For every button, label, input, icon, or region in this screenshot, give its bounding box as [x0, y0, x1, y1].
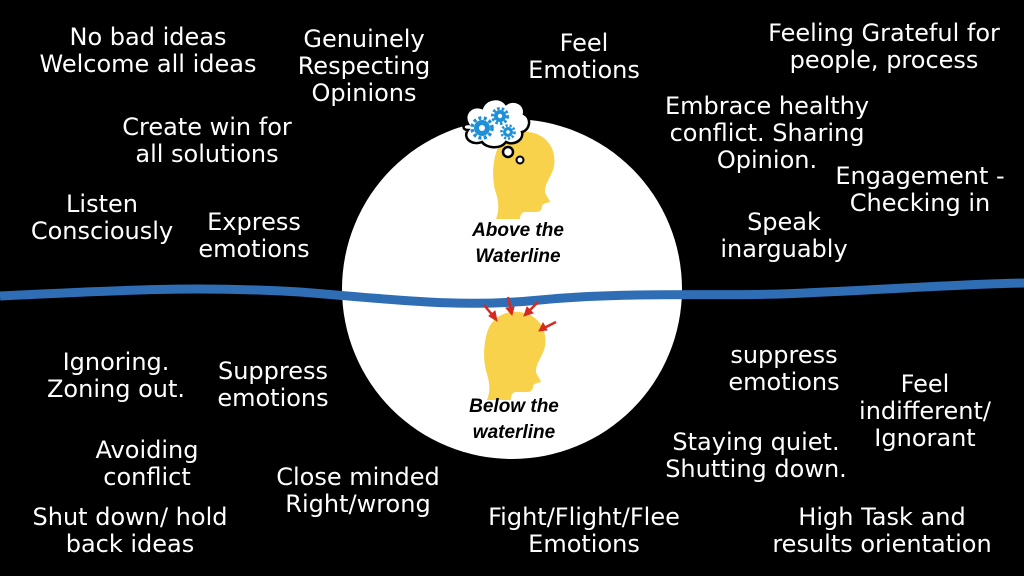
phrase-line: Right/wrong	[285, 490, 431, 518]
gear-icon	[500, 124, 516, 140]
caption-line: Waterline	[475, 246, 561, 267]
phrase-line: Staying quiet.	[672, 428, 840, 456]
phrase-line: Ignoring.	[62, 348, 170, 376]
phrase-line: Emotions	[528, 56, 640, 84]
below-waterline-caption: Below the waterline	[469, 394, 559, 446]
gear-icon	[491, 107, 509, 125]
phrase-line: Respecting	[297, 52, 431, 80]
phrase-line: Feeling Grateful for	[768, 19, 1000, 47]
phrase-line: Embrace healthy	[664, 92, 870, 120]
phrase-line: Shut down/ hold	[32, 503, 228, 531]
above-phrase: Embrace healthy conflict. Sharing Opinio…	[665, 93, 869, 174]
center-circle	[342, 119, 682, 459]
gear-icon	[470, 116, 494, 140]
above-phrase: Genuinely Respecting Opinions	[298, 26, 431, 107]
phrase-line: Opinions	[311, 79, 417, 107]
above-phrase: Create win for all solutions	[122, 114, 292, 168]
arrow-icon	[523, 301, 539, 317]
below-phrase: suppress emotions	[728, 342, 839, 396]
waterline-wave	[0, 278, 1024, 308]
phrase-line: Zoning out.	[46, 375, 186, 403]
phrase-line: results orientation	[772, 530, 992, 558]
below-phrase: Shut down/ hold back ideas	[33, 504, 228, 558]
phrase-line: people, process	[789, 46, 979, 74]
below-phrase: Fight/Flight/Flee Emotions	[488, 504, 680, 558]
caption-line: Below the	[469, 396, 559, 417]
above-phrase: Listen Consciously	[31, 191, 173, 245]
phrase-line: Shutting down.	[665, 455, 847, 483]
phrase-line: all solutions	[135, 140, 279, 168]
below-phrase: Suppress emotions	[217, 358, 328, 412]
phrase-line: conflict. Sharing	[669, 119, 865, 147]
thinking-head-icon	[462, 97, 555, 219]
phrase-line: emotions	[217, 384, 329, 412]
phrase-line: Engagement -	[835, 162, 1005, 190]
phrase-line: Consciously	[30, 217, 174, 245]
phrase-line: Suppress	[217, 357, 329, 385]
phrase-line: suppress	[730, 341, 838, 369]
phrase-line: High Task and	[798, 503, 966, 531]
phrase-line: conflict	[103, 463, 191, 491]
stressed-head-icon	[483, 296, 557, 400]
below-phrase: Feel indifferent/ Ignorant	[859, 371, 991, 452]
phrase-line: Emotions	[528, 530, 640, 558]
arrow-icon	[483, 304, 498, 323]
phrase-line: Checking in	[849, 189, 991, 217]
above-phrase: Engagement - Checking in	[835, 163, 1004, 217]
phrase-line: Feel	[900, 370, 950, 398]
phrase-line: Fight/Flight/Flee	[488, 503, 680, 531]
phrase-line: Listen	[66, 190, 138, 218]
below-phrase: Staying quiet. Shutting down.	[665, 429, 847, 483]
phrase-line: Opinion.	[716, 146, 818, 174]
phrase-line: Ignorant	[874, 424, 976, 452]
above-waterline-caption: Above the Waterline	[472, 218, 564, 270]
below-phrase: Ignoring. Zoning out.	[47, 349, 185, 403]
arrow-icon	[505, 296, 515, 317]
phrase-line: emotions	[728, 368, 840, 396]
above-phrase: No bad ideas Welcome all ideas	[40, 24, 257, 78]
caption-line: Above the	[472, 220, 564, 241]
phrase-line: back ideas	[65, 530, 195, 558]
phrase-line: inarguably	[720, 235, 848, 263]
below-phrase: Close minded Right/wrong	[276, 464, 440, 518]
phrase-line: Feel	[559, 29, 609, 57]
phrase-line: Avoiding	[95, 436, 199, 464]
phrase-line: Genuinely	[303, 25, 425, 53]
above-phrase: Feeling Grateful for people, process	[768, 20, 1000, 74]
above-phrase: Speak inarguably	[720, 209, 847, 263]
below-phrase: Avoiding conflict	[96, 437, 199, 491]
phrase-line: Close minded	[276, 463, 440, 491]
phrase-line: Express	[207, 208, 301, 236]
phrase-line: Speak	[747, 208, 821, 236]
above-phrase: Feel Emotions	[528, 30, 640, 84]
caption-line: waterline	[472, 422, 556, 443]
phrase-line: emotions	[198, 235, 310, 263]
phrase-line: indifferent/	[859, 397, 991, 425]
above-phrase: Express emotions	[198, 209, 309, 263]
phrase-line: Create win for	[122, 113, 292, 141]
thought-bubble-icon	[462, 97, 531, 165]
phrase-line: No bad ideas	[69, 23, 227, 51]
phrase-line: Welcome all ideas	[39, 50, 257, 78]
arrow-icon	[538, 320, 557, 332]
below-phrase: High Task and results orientation	[772, 504, 991, 558]
